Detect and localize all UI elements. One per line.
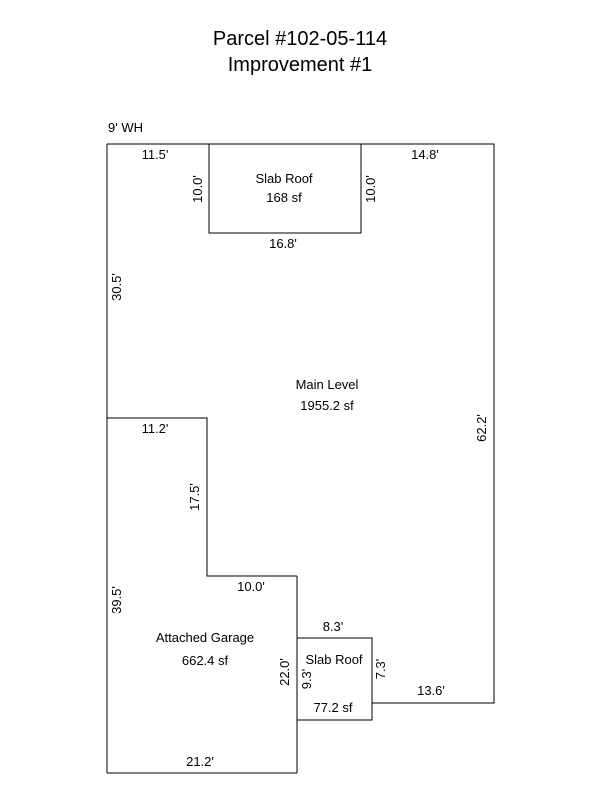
garage-area: 662.4 sf (182, 653, 229, 668)
dim-left-lower: 39.5' (109, 586, 124, 614)
slab-roof-bottom-outline (296, 637, 373, 721)
dim-slab-top-right: 10.0' (363, 175, 378, 203)
dim-left-upper: 30.5' (109, 273, 124, 301)
dim-slab-top-bottom: 16.8' (269, 236, 297, 251)
garage-name: Attached Garage (156, 630, 254, 645)
dim-step1: 11.2' (142, 421, 169, 436)
dim-slab-top-left: 10.0' (190, 175, 205, 203)
dim-top-right: 14.8' (411, 147, 439, 162)
dim-bottom-right: 13.6' (417, 683, 445, 698)
garage-boundary (107, 417, 297, 577)
main-level-area: 1955.2 sf (300, 398, 354, 413)
slab-roof-top-outline (208, 144, 362, 234)
improvement-subtitle: Improvement #1 (227, 54, 373, 76)
dim-bottom: 21.2' (186, 754, 214, 769)
dim-garage-right: 22.0' (277, 658, 292, 686)
main-level-name: Main Level (296, 377, 359, 392)
building-outline (107, 143, 495, 704)
dim-right: 62.2' (474, 414, 489, 442)
dim-step-vertical: 17.5' (187, 483, 202, 511)
slab-roof-top-area: 168 sf (266, 190, 302, 205)
wall-height-note: 9' WH (108, 120, 143, 135)
slab-roof-bottom-area: 77.2 sf (313, 700, 352, 715)
parcel-title: Parcel #102-05-114 (212, 28, 388, 50)
dim-slab-bottom-right: 7.3' (373, 659, 388, 680)
dim-slab-bottom-top: 8.3' (323, 619, 344, 634)
dim-slab-bottom-left: 9.3' (299, 669, 314, 690)
slab-roof-bottom-name: Slab Roof (305, 652, 362, 667)
dim-step2: 10.0' (237, 579, 265, 594)
dim-top-left: 11.5' (142, 147, 169, 162)
slab-roof-top-name: Slab Roof (255, 171, 312, 186)
